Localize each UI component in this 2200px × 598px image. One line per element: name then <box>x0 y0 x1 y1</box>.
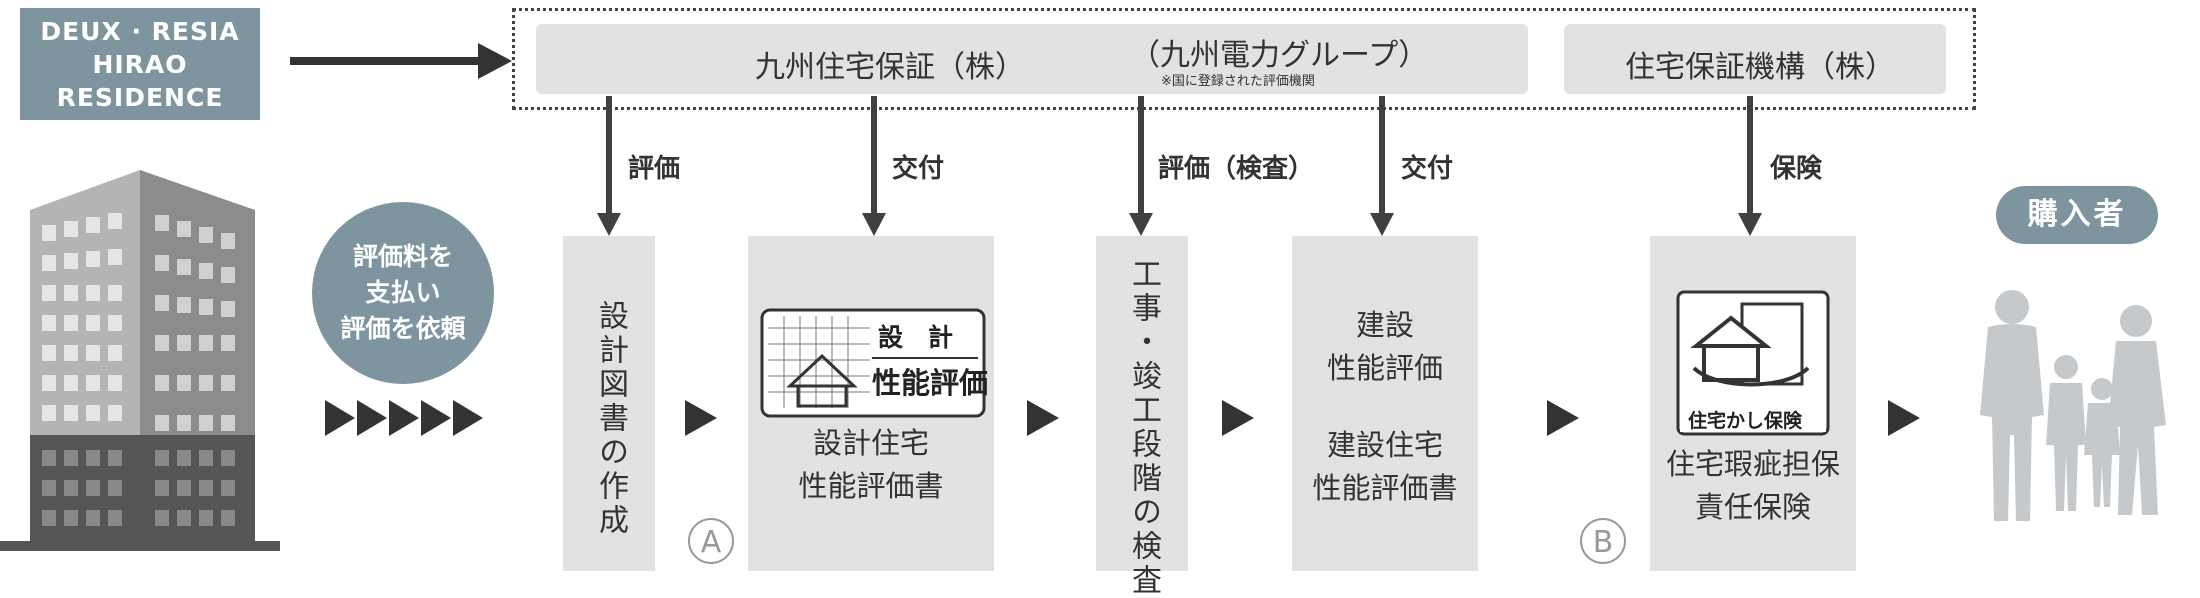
main-flow-arrow <box>290 43 512 79</box>
label-evaluation-inspection: 評価（検査） <box>1158 154 1315 184</box>
design-cert-line1: 設計住宅 <box>812 426 929 460</box>
warranty-line2: 責任保険 <box>1694 490 1811 524</box>
payment-line1: 評価料を <box>352 242 453 271</box>
label-issue-1: 交付 <box>892 154 945 184</box>
kyushu-housing-warranty-name: 九州住宅保証（株） <box>755 50 1025 85</box>
buyer-badge: 購入者 <box>1996 186 2158 244</box>
design-cert-line2: 性能評価書 <box>798 469 944 503</box>
warranty-house-icon <box>1676 290 1830 436</box>
construction-cert-text: 建設住宅 性能評価書 <box>1292 424 1478 510</box>
inspection-text: 工事・竣工段階の検査 <box>1126 258 1161 598</box>
kyushu-housing-warranty-box <box>536 24 1528 94</box>
payment-line3: 評価を依頼 <box>340 314 466 343</box>
construction-line1: 建設 <box>1355 308 1414 342</box>
registered-evaluator-note: ※国に登録された評価機関 <box>1161 74 1315 89</box>
marker-b: B <box>1580 518 1626 564</box>
step-arrow-1 <box>685 400 717 436</box>
label-evaluation: 評価 <box>628 154 681 184</box>
payment-line2: 支払い <box>365 278 441 307</box>
inspection-panel <box>1096 236 1188 571</box>
people-icon <box>1980 290 2166 521</box>
property-name-box: DEUX · RESIA HIRAO RESIDENCE <box>20 8 260 120</box>
vertical-arrows <box>597 96 1762 236</box>
housing-warranty-organization-name: 住宅保証機構（株） <box>1625 50 1895 85</box>
design-badge-bottom: 性能評価 <box>872 366 989 400</box>
warranty-text: 住宅瑕疵担保 責任保険 <box>1650 443 1856 529</box>
flow-chevrons-icon <box>325 400 483 436</box>
construction-panel <box>1292 236 1478 571</box>
step-arrow-3 <box>1222 400 1254 436</box>
construction-line2: 性能評価 <box>1326 351 1443 385</box>
design-docs-text: 設計図書の作成 <box>593 300 628 538</box>
design-badge-icon <box>760 308 986 418</box>
warranty-line1: 住宅瑕疵担保 <box>1665 447 1840 481</box>
construction-line4: 性能評価書 <box>1312 471 1458 505</box>
label-insurance: 保険 <box>1770 154 1823 184</box>
step-arrow-4 <box>1547 400 1579 436</box>
property-name-line3: RESIDENCE <box>56 82 224 112</box>
property-name-line1: DEUX · RESIA <box>40 16 240 46</box>
building-icon <box>0 170 280 551</box>
step-arrow-5 <box>1888 400 1920 436</box>
design-docs-panel <box>563 236 655 571</box>
housing-warranty-organization-box <box>1564 24 1946 94</box>
organizations-frame <box>512 8 1976 110</box>
step-arrow-2 <box>1027 400 1059 436</box>
design-badge-top: 設 計 <box>878 323 954 352</box>
kyushu-electric-group: （九州電力グループ） <box>1130 38 1429 73</box>
design-certificate-text: 設計住宅 性能評価書 <box>748 422 994 508</box>
property-name-line2: HIRAO <box>92 49 188 79</box>
payment-request-circle: 評価料を 支払い 評価を依頼 <box>312 202 494 384</box>
warranty-badge-label: 住宅かし保険 <box>1688 410 1803 432</box>
label-issue-2: 交付 <box>1401 154 1454 184</box>
construction-line3: 建設住宅 <box>1326 428 1443 462</box>
marker-a: A <box>688 518 734 564</box>
construction-eval-text: 建設 性能評価 <box>1292 304 1478 390</box>
